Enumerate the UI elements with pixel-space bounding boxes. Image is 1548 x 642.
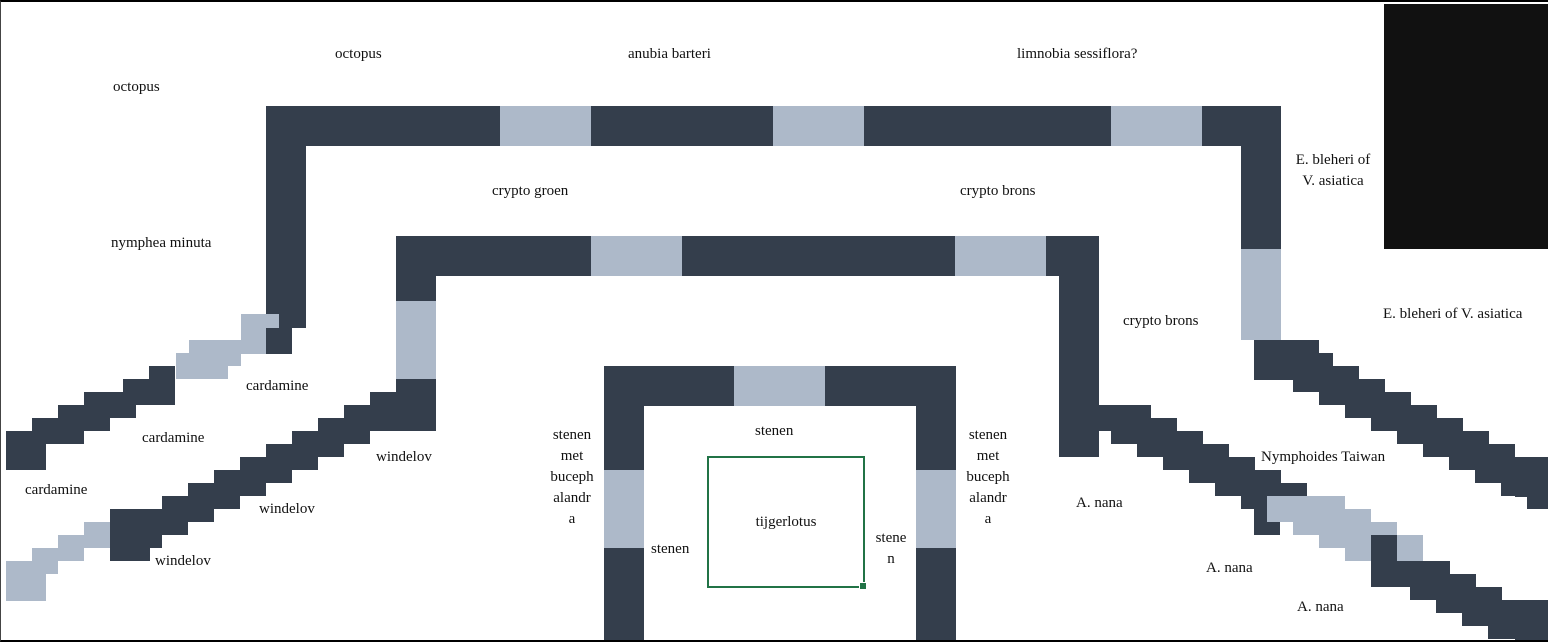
- middle-left-diagonal-gap: [58, 535, 84, 561]
- outer-diagonal-step: [176, 353, 228, 379]
- inner-band-right-side: [916, 548, 956, 640]
- label-cardamine-3: cardamine: [25, 482, 88, 498]
- outer-right-diagonal-end: [1515, 457, 1548, 497]
- label-line: buceph: [966, 469, 1010, 485]
- outer-diagonal-end: [6, 431, 46, 470]
- middle-band-gap: [591, 236, 682, 276]
- label-e-bleheri-right: E. bleheri of V. asiatica: [1383, 306, 1523, 322]
- label-e-bleheri-line1: E. bleheri of: [1295, 152, 1371, 168]
- label-nymphoides-taiwan: Nymphoides Taiwan: [1261, 449, 1386, 465]
- label-stenen-top: stenen: [755, 423, 794, 439]
- label-line: a: [984, 511, 992, 527]
- fill-handle[interactable]: [859, 582, 867, 590]
- outer-band-right-side: [1241, 106, 1281, 249]
- middle-band-gap: [955, 236, 1046, 276]
- label-line: buceph: [550, 469, 594, 485]
- middle-band-left-gap: [396, 301, 436, 379]
- label-stenen-met-bucephalandra-left: stenen met buceph alandr a: [542, 425, 602, 530]
- label-octopus-top: octopus: [335, 46, 382, 62]
- label-line: alandr: [969, 490, 1007, 506]
- label-nymphea-minuta: nymphea minuta: [111, 235, 212, 251]
- inner-band-left-side: [604, 548, 644, 640]
- outer-band-gap: [773, 106, 864, 146]
- middle-left-diagonal-gap: [6, 561, 46, 601]
- label-stenen-inner: stenen: [651, 541, 690, 557]
- label-tijgerlotus: tijgerlotus: [755, 514, 817, 530]
- label-cardamine-1: cardamine: [246, 378, 309, 394]
- label-windelov-1: windelov: [376, 449, 432, 465]
- inner-band-right-gap: [916, 470, 956, 548]
- middle-right-diagonal-end: [1515, 600, 1548, 640]
- outer-band-segment: [591, 106, 773, 146]
- label-stenen-split: stene n: [867, 528, 915, 570]
- outer-band-segment: [864, 106, 1111, 146]
- label-crypto-groen: crypto groen: [492, 183, 569, 199]
- label-line: stenen: [968, 427, 1008, 443]
- selected-cell-tijgerlotus[interactable]: [707, 456, 867, 590]
- middle-left-diagonal-gap: [84, 522, 110, 548]
- label-a-nana-1: A. nana: [1076, 495, 1123, 511]
- middle-band-segment: [682, 236, 955, 276]
- outer-diagonal-step: [266, 328, 292, 354]
- label-line: a: [568, 511, 576, 527]
- black-filled-cells: [1384, 4, 1548, 249]
- label-e-bleheri-line2: V. asiatica: [1302, 173, 1364, 189]
- label-windelov-2: windelov: [259, 501, 315, 517]
- label-e-bleheri-top: E. bleheri of V. asiatica: [1283, 150, 1383, 192]
- label-line: met: [560, 448, 584, 464]
- inner-band-gap: [734, 366, 825, 406]
- middle-band-left-side: [396, 236, 436, 301]
- label-crypto-brons-top: crypto brons: [960, 183, 1036, 199]
- label-line: n: [887, 551, 895, 567]
- middle-left-diagonal: [110, 509, 150, 561]
- inner-band-right-side: [916, 366, 956, 470]
- label-line: alandr: [553, 490, 591, 506]
- inner-band-left-gap: [604, 470, 644, 548]
- outer-band-gap: [500, 106, 591, 146]
- outer-band-gap: [1111, 106, 1202, 146]
- label-a-nana-3: A. nana: [1297, 599, 1344, 615]
- label-stenen-met-bucephalandra-right: stenen met buceph alandr a: [958, 425, 1018, 530]
- label-windelov-3: windelov: [155, 553, 211, 569]
- label-cardamine-2: cardamine: [142, 430, 205, 446]
- label-line: stene: [875, 530, 907, 546]
- label-limnobia-sessiflora: limnobia sessiflora?: [1017, 46, 1138, 62]
- outer-band-right-gap: [1241, 249, 1281, 340]
- outer-band-left-side: [266, 106, 306, 328]
- label-line: stenen: [552, 427, 592, 443]
- label-octopus-left: octopus: [113, 79, 160, 95]
- label-a-nana-2: A. nana: [1206, 560, 1253, 576]
- inner-band-left-side: [604, 366, 644, 470]
- label-anubia-barteri: anubia barteri: [628, 46, 711, 62]
- label-crypto-brons-right: crypto brons: [1123, 313, 1199, 329]
- label-line: met: [976, 448, 1000, 464]
